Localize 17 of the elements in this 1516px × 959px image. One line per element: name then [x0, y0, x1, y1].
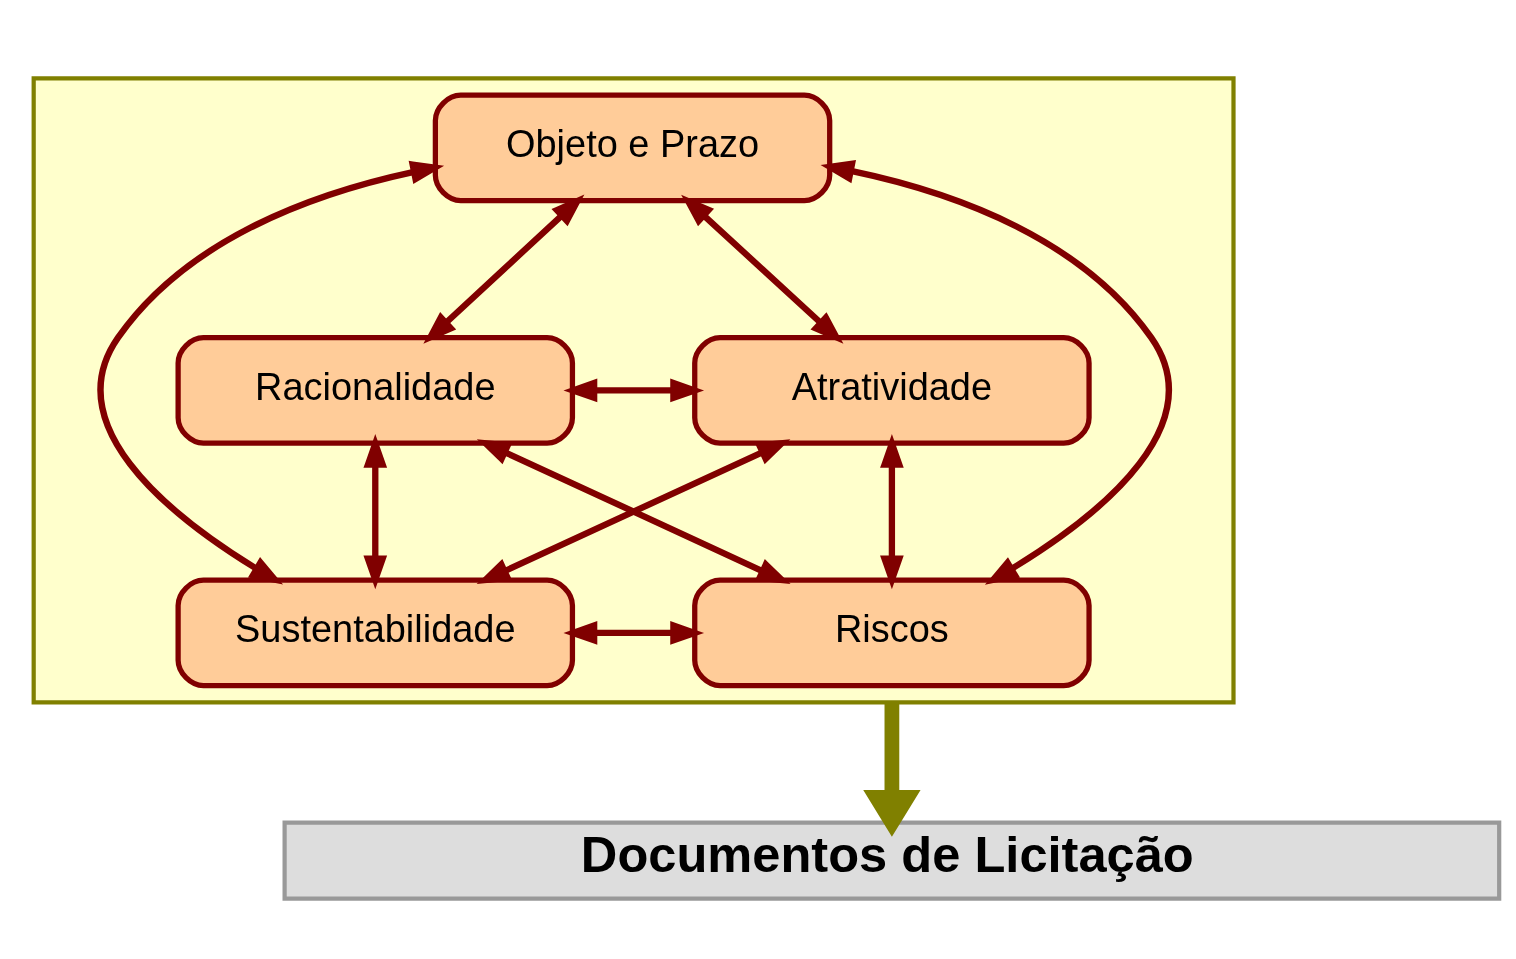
node-box: Riscos — [692, 577, 1092, 688]
node-box: Racionalidade — [175, 334, 576, 446]
arrow — [820, 159, 1172, 585]
arrow — [476, 438, 791, 584]
arrow — [423, 194, 585, 344]
node-box: Objeto e Prazo — [432, 92, 833, 203]
node-box: Sustentabilidade — [175, 577, 576, 688]
arrow — [880, 433, 904, 589]
node-box: Documentos de Licitação — [282, 820, 1502, 901]
node-box: Atratividade — [692, 334, 1092, 446]
arrow — [681, 194, 844, 344]
arrow — [363, 433, 388, 589]
arrow — [563, 378, 705, 402]
arrow — [863, 701, 921, 837]
arrow — [97, 160, 445, 585]
cluster — [31, 75, 1236, 705]
arrow — [563, 620, 705, 645]
